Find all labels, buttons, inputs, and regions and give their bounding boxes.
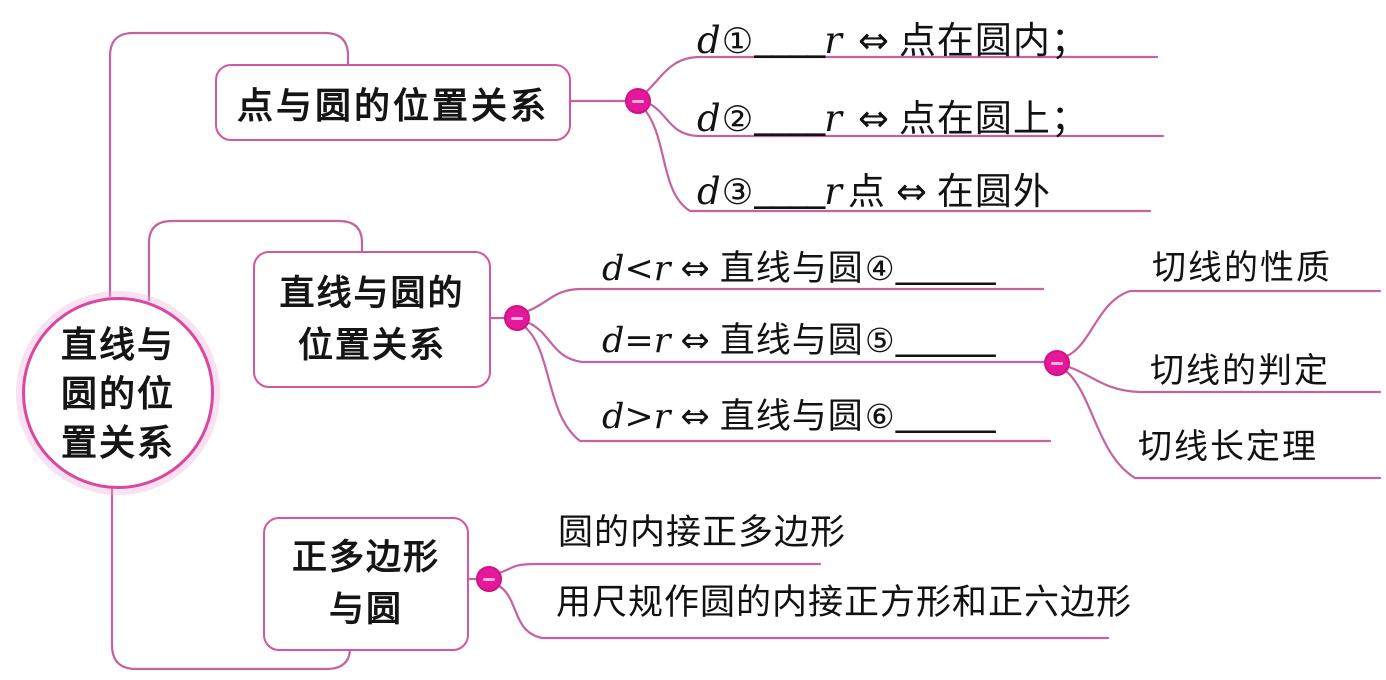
iff-arrow-icon: ⇔ — [680, 249, 710, 289]
point-relation-item-1[interactable]: d①____r ⇔点在圆内； — [697, 10, 1089, 64]
condition-d-lt-r: d<r — [602, 249, 671, 289]
branch-node-point-circle[interactable]: 点与圆的位置关系 — [215, 64, 571, 141]
minus-icon — [483, 577, 495, 581]
iff-arrow-icon: ⇔ — [680, 397, 710, 437]
item-text: 点在圆内； — [898, 21, 1089, 62]
edge-line-item-2 — [527, 321, 1047, 364]
item-text: 圆的内接正多边形 — [558, 513, 847, 552]
circled-number-3: ③ — [721, 172, 754, 213]
branch-node-line-label-line1: 直线与圆的 — [279, 273, 465, 313]
variable-r: r — [824, 19, 842, 62]
branch-node-line-circle[interactable]: 直线与圆的 位置关系 — [253, 251, 491, 388]
polygon-item-compass-construction[interactable]: 用尺规作圆的内接正方形和正六边形 — [556, 574, 1132, 625]
item-text: 在圆外 — [936, 172, 1051, 213]
edge-root-to-polygon-node — [110, 482, 352, 671]
edge-line-item-1 — [526, 287, 1045, 313]
variable-d: d — [697, 170, 721, 213]
item-text: 直线与圆 — [719, 249, 864, 288]
point-relation-item-2[interactable]: d②____r ⇔点在圆上； — [697, 88, 1089, 142]
iff-arrow-icon: ⇔ — [857, 97, 889, 140]
root-label-line2: 圆的位 — [60, 372, 175, 414]
edge-root-to-line-node — [147, 219, 364, 302]
collapse-toggle-point-branch[interactable] — [625, 88, 651, 114]
fill-in-blank: ____ — [754, 172, 825, 213]
circled-number-6: ⑥ — [864, 397, 895, 436]
item-text: 直线与圆 — [719, 397, 864, 436]
edge-point-item-1 — [643, 55, 1159, 95]
item-text: 切线长定理 — [1138, 429, 1318, 466]
minus-icon — [1051, 361, 1063, 365]
mid-text: 点 — [847, 172, 886, 213]
tangent-item-property[interactable]: 切线的性质 — [1152, 240, 1332, 289]
branch-node-line-label-line2: 位置关系 — [297, 325, 446, 365]
condition-d-gt-r: d>r — [602, 397, 671, 437]
item-text: 切线的性质 — [1152, 250, 1332, 287]
polygon-item-inscribed[interactable]: 圆的内接正多边形 — [558, 504, 846, 555]
edge-tangent-item-3 — [1064, 369, 1382, 480]
tangent-item-judgment[interactable]: 切线的判定 — [1150, 343, 1330, 392]
iff-arrow-icon: ⇔ — [895, 170, 927, 213]
item-text: 点在圆上； — [898, 99, 1089, 140]
edge-line-item-3 — [524, 326, 1052, 443]
tangent-item-length-theorem[interactable]: 切线长定理 — [1138, 419, 1318, 468]
collapse-toggle-tangent-branch[interactable] — [1044, 350, 1070, 376]
fill-in-blank: ______ — [895, 249, 996, 288]
root-node[interactable]: 直线与 圆的位 置关系 — [22, 297, 214, 489]
fill-in-blank: ____ — [754, 21, 825, 62]
circled-number-5: ⑤ — [864, 321, 895, 360]
item-text: 用尺规作圆的内接正方形和正六边形 — [556, 583, 1133, 622]
fill-in-blank: ______ — [895, 321, 996, 360]
edge-tangent-item-1 — [1065, 289, 1382, 358]
variable-d: d — [697, 19, 721, 62]
variable-d: d — [697, 97, 721, 140]
edge-point-item-2 — [648, 102, 1165, 138]
condition-d-eq-r: d=r — [602, 321, 671, 361]
circled-number-4: ④ — [864, 249, 895, 288]
circled-number-1: ① — [721, 21, 754, 62]
minus-icon — [511, 316, 523, 320]
variable-r: r — [824, 97, 842, 140]
line-relation-item-2[interactable]: d=r⇔直线与圆⑤______ — [602, 312, 996, 363]
minus-icon — [632, 99, 644, 103]
edge-tangent-item-2 — [1067, 365, 1382, 394]
branch-node-polygon-circle[interactable]: 正多边形 与圆 — [263, 517, 469, 651]
line-relation-item-1[interactable]: d<r⇔直线与圆④______ — [602, 240, 996, 291]
edge-polygon-item-1 — [497, 562, 822, 575]
circled-number-2: ② — [721, 99, 754, 140]
line-relation-item-3[interactable]: d>r⇔直线与圆⑥______ — [602, 388, 996, 439]
branch-node-polygon-label-line1: 正多边形 — [291, 538, 440, 577]
collapse-toggle-polygon-branch[interactable] — [476, 566, 502, 592]
iff-arrow-icon: ⇔ — [680, 321, 710, 361]
root-label-line3: 置关系 — [60, 421, 175, 463]
variable-r: r — [824, 170, 842, 213]
collapse-toggle-line-branch[interactable] — [504, 305, 530, 331]
iff-arrow-icon: ⇔ — [857, 19, 889, 62]
edge-root-to-point-node — [108, 31, 350, 298]
fill-in-blank: ____ — [754, 99, 825, 140]
item-text: 直线与圆 — [719, 321, 864, 360]
edge-point-item-3 — [643, 108, 1152, 213]
item-text: 切线的判定 — [1150, 353, 1330, 390]
branch-node-point-label: 点与圆的位置关系 — [236, 84, 549, 126]
fill-in-blank: ______ — [895, 397, 996, 436]
edge-polygon-item-2 — [497, 584, 1110, 640]
branch-node-polygon-label-line2: 与圆 — [328, 590, 403, 629]
root-label-line1: 直线与 — [60, 323, 175, 365]
